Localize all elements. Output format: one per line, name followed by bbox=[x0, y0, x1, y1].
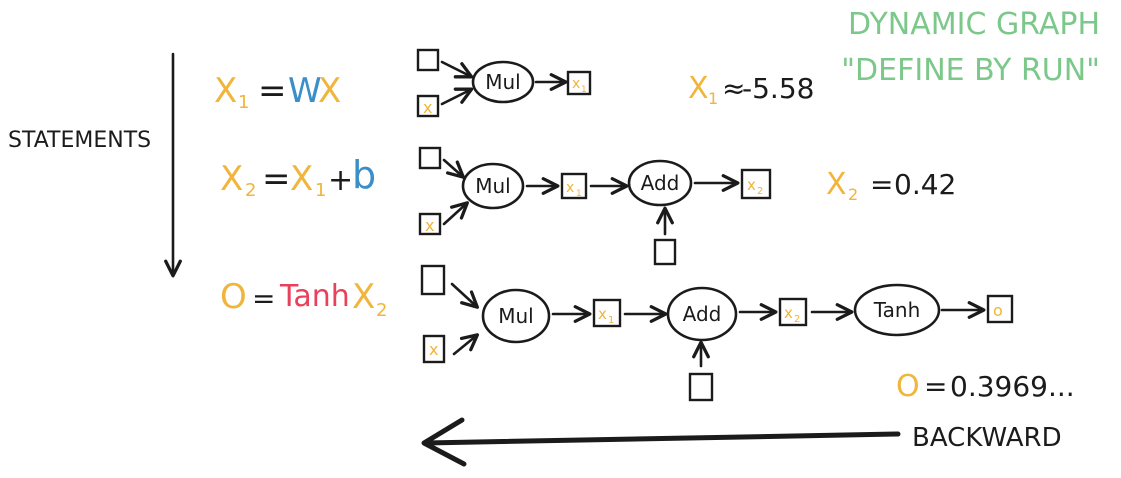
arrow-weight-to-mul bbox=[450, 282, 479, 309]
add-node-label: Add bbox=[641, 171, 680, 195]
mul-node bbox=[471, 60, 535, 104]
input-box-x-label: x bbox=[423, 98, 432, 117]
eq2-x1-sub: 1 bbox=[315, 180, 326, 201]
arrow-x-to-mul bbox=[440, 87, 474, 106]
equation-1: X 1 = W X bbox=[214, 71, 341, 113]
eq2-lhs: X bbox=[220, 159, 243, 199]
eq1-w: W bbox=[288, 71, 322, 111]
result-3: O = 0.3969... bbox=[896, 369, 1075, 404]
result-3-op: = bbox=[924, 370, 947, 403]
input-box-weight bbox=[420, 264, 446, 296]
add-node-label: Add bbox=[683, 302, 722, 326]
output-box-x1 bbox=[566, 70, 592, 96]
bias-box bbox=[688, 372, 714, 402]
input-box-x bbox=[422, 334, 446, 364]
title-line-1: DYNAMIC GRAPH bbox=[848, 7, 1100, 42]
input-box-x bbox=[416, 94, 440, 118]
result-3-var: O bbox=[896, 369, 920, 404]
output-box-x1-sub: 1 bbox=[581, 85, 587, 95]
result-2-var: X bbox=[826, 167, 847, 202]
arrow-x-to-mul bbox=[442, 201, 469, 226]
output-box-o bbox=[986, 294, 1014, 324]
graph-row-1: x Mul x 1 bbox=[416, 48, 592, 118]
eq2-x1: X bbox=[290, 159, 313, 199]
input-box-weight bbox=[416, 48, 440, 72]
backward-indicator: BACKWARD bbox=[421, 417, 1062, 467]
mul-node bbox=[461, 162, 525, 210]
title-line-2: "DEFINE BY RUN" bbox=[841, 53, 1100, 88]
equation-2: X 2 = X 1 + b bbox=[220, 153, 376, 201]
mid-box-x2 bbox=[778, 297, 808, 327]
mul-node-label: Mul bbox=[475, 174, 511, 198]
result-2-value: 0.42 bbox=[894, 168, 956, 201]
eq1-lhs-sub: 1 bbox=[238, 92, 249, 113]
mid-box-x1 bbox=[592, 298, 622, 328]
mul-node-label: Mul bbox=[498, 304, 534, 328]
arrow-weight-to-mul bbox=[442, 158, 465, 179]
output-box-x1-label: x bbox=[572, 76, 580, 92]
output-box-o-label: o bbox=[993, 301, 1003, 320]
graph-row-2: x Mul x 1 Add x 2 bbox=[418, 146, 772, 266]
eq3-lhs: O bbox=[220, 277, 247, 317]
eq2-lhs-sub: 2 bbox=[245, 180, 256, 201]
backward-label: BACKWARD bbox=[912, 423, 1062, 453]
input-box-weight bbox=[418, 146, 442, 170]
arrow-weight-to-mul bbox=[440, 60, 474, 79]
result-1: X 1 ≈ -5.58 bbox=[688, 71, 814, 108]
bias-box bbox=[653, 238, 677, 266]
graph-row-3: x Mul x 1 Add x 2 Tanh o bbox=[420, 264, 1014, 402]
mid-box-x1-sub: 1 bbox=[608, 315, 614, 326]
mul-node-label: Mul bbox=[485, 70, 521, 94]
mid-box-x2-label: x bbox=[784, 304, 793, 322]
result-1-op: ≈ bbox=[722, 72, 745, 105]
eq1-equals: = bbox=[258, 71, 287, 111]
eq3-tanh: Tanh bbox=[279, 279, 350, 314]
add-node bbox=[666, 286, 738, 342]
backward-arrow bbox=[423, 431, 901, 446]
result-2: X 2 = 0.42 bbox=[826, 167, 956, 204]
result-2-op: = bbox=[870, 168, 893, 201]
mid-box-x2-sub: 2 bbox=[794, 314, 800, 325]
eq2-equals: = bbox=[262, 159, 291, 199]
mid-box-x1-sub: 1 bbox=[576, 189, 582, 199]
input-box-x bbox=[418, 212, 442, 236]
result-2-sub: 2 bbox=[848, 185, 858, 204]
input-box-x-label: x bbox=[425, 216, 434, 235]
eq3-x2-sub: 2 bbox=[376, 300, 387, 321]
mul-node bbox=[481, 288, 551, 344]
eq3-equals: = bbox=[252, 282, 275, 315]
add-node bbox=[627, 159, 693, 207]
eq2-b: b bbox=[352, 153, 376, 197]
result-1-var: X bbox=[688, 71, 709, 106]
output-box-x2-sub: 2 bbox=[757, 186, 763, 197]
mid-box-x1-label: x bbox=[566, 180, 574, 196]
result-1-value: -5.58 bbox=[742, 72, 814, 105]
eq3-x2: X bbox=[352, 277, 375, 317]
equation-3: O = Tanh X 2 bbox=[220, 277, 387, 321]
tanh-node bbox=[853, 283, 941, 337]
output-box-x2-label: x bbox=[747, 176, 756, 194]
eq2-plus: + bbox=[328, 163, 353, 198]
eq1-x: X bbox=[318, 71, 341, 111]
result-3-value: 0.3969... bbox=[950, 370, 1075, 403]
mid-box-x1-label: x bbox=[598, 305, 607, 323]
input-box-x-label: x bbox=[429, 340, 438, 359]
result-1-sub: 1 bbox=[708, 89, 718, 108]
tanh-node-label: Tanh bbox=[873, 298, 921, 322]
arrow-x-to-mul bbox=[452, 333, 480, 356]
eq1-lhs: X bbox=[214, 71, 237, 111]
backward-arrowhead bbox=[421, 417, 467, 467]
mid-box-x1 bbox=[560, 172, 588, 200]
output-box-x2 bbox=[740, 168, 772, 200]
statements-label: STATEMENTS bbox=[8, 128, 151, 153]
